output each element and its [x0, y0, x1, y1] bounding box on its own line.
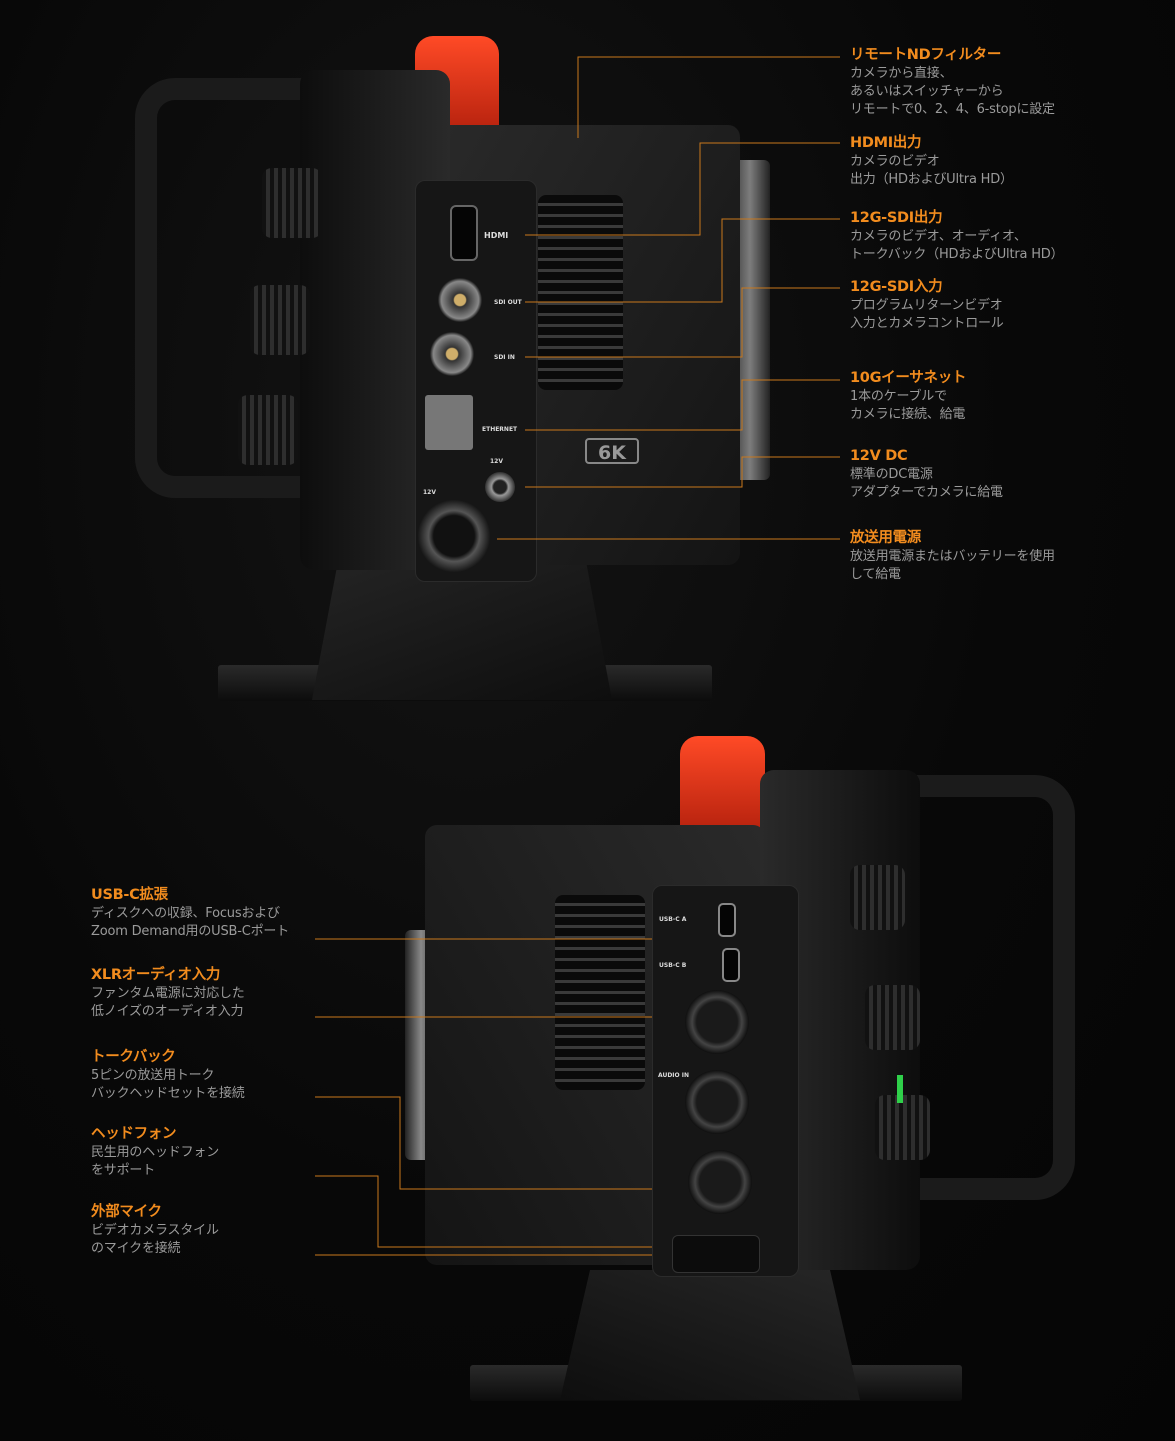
leader-12v-dc: [525, 456, 840, 488]
callout-desc: ファンタム電源に対応した 低ノイズのオーディオ入力: [91, 986, 245, 1019]
callout-title: トークバック: [91, 1049, 176, 1065]
knob: [865, 985, 920, 1050]
leader-sdi-in: [525, 287, 840, 358]
callout-xlr: XLRオーディオ入力ファンタム電源に対応した 低ノイズのオーディオ入力: [91, 965, 331, 1021]
knob: [250, 285, 310, 355]
xlr-input-1: [685, 990, 749, 1054]
leader-ethernet: [525, 379, 840, 431]
callout-broadcast-power: 放送用電源放送用電源またはバッテリーを使用 して給電: [850, 528, 1090, 584]
callout-desc: 放送用電源またはバッテリーを使用 して給電: [850, 549, 1055, 582]
status-led: [897, 1075, 903, 1103]
leader-talkback: [315, 1096, 652, 1190]
callout-title: リモートNDフィルター: [850, 47, 1002, 63]
knob: [262, 168, 322, 238]
headphone-mic-panel: [672, 1235, 760, 1273]
callout-ethernet: 10Gイーサネット 1本のケーブルで カメラに接続、給電: [850, 368, 1090, 424]
leader-sdi-out: [525, 218, 840, 303]
callout-desc: 1本のケーブルで カメラに接続、給電: [850, 389, 966, 422]
callout-desc: 標準のDC電源 アダプターでカメラに給電: [850, 467, 1003, 500]
callout-desc: 5ピンの放送用トーク バックヘッドセットを接続: [91, 1068, 245, 1101]
power-12v-label: 12V: [423, 489, 436, 496]
leader-nd-filter: [577, 56, 840, 138]
callout-desc: カメラのビデオ 出力（HDおよびUltra HD）: [850, 154, 1013, 187]
xlr4-power-port: [418, 500, 490, 572]
callout-desc: ディスクへの収録、Focusおよび Zoom Demand用のUSB-Cポート: [91, 906, 289, 939]
callout-desc: 民生用のヘッドフォン をサポート: [91, 1145, 220, 1178]
callout-nd-filter: リモートNDフィルターカメラから直接、 あるいはスイッチャーから リモートで0、…: [850, 45, 1090, 119]
callout-title: 放送用電源: [850, 530, 921, 546]
callout-desc: カメラのビデオ、オーディオ、 トークバック（HDおよびUltra HD）: [850, 229, 1064, 262]
callout-usb-c: USB-C拡張ディスクへの収録、Focusおよび Zoom Demand用のUS…: [91, 885, 331, 941]
knob: [238, 395, 298, 465]
vent-grille: [555, 895, 645, 1090]
dc12v-label: 12V: [490, 458, 503, 465]
sdi-out-label: SDI OUT: [494, 299, 522, 306]
dc12v-port: [485, 472, 515, 502]
hdmi-label: HDMI: [484, 231, 509, 240]
usb-c-b-port: [722, 948, 740, 982]
sdi-in-label: SDI IN: [494, 354, 515, 361]
callout-talkback: トークバック 5ピンの放送用トーク バックヘッドセットを接続: [91, 1047, 331, 1103]
callout-hdmi: HDMI出力カメラのビデオ 出力（HDおよびUltra HD）: [850, 133, 1090, 189]
callout-headphone: ヘッドフォン民生用のヘッドフォン をサポート: [91, 1124, 331, 1180]
callout-title: 10Gイーサネット: [850, 370, 967, 386]
callout-desc: プログラムリターンビデオ 入力とカメラコントロール: [850, 298, 1004, 331]
sdi-in-port: [430, 332, 474, 376]
audio-in-label: AUDIO IN: [658, 1072, 689, 1079]
knob: [850, 865, 905, 930]
callout-mic: 外部マイクビデオカメラスタイル のマイクを接続: [91, 1202, 331, 1258]
callout-title: 12G-SDI入力: [850, 279, 943, 295]
knob: [875, 1095, 930, 1160]
mount-bracket: [560, 1270, 860, 1400]
callout-title: HDMI出力: [850, 135, 922, 151]
leader-headphone: [315, 1175, 652, 1248]
talkback-port: [688, 1150, 752, 1214]
tally-light: [680, 736, 765, 836]
callout-title: ヘッドフォン: [91, 1126, 177, 1142]
callout-title: 12G-SDI出力: [850, 210, 943, 226]
usb-c-a-port: [718, 903, 736, 937]
hdmi-port: [450, 205, 478, 261]
callout-desc: ビデオカメラスタイル のマイクを接続: [91, 1223, 219, 1256]
ethernet-port: [425, 395, 473, 450]
callout-title: 12V DC: [850, 448, 908, 464]
callout-sdi-out: 12G-SDI出力カメラのビデオ、オーディオ、 トークバック（HDおよびUltr…: [850, 208, 1090, 264]
callout-title: 外部マイク: [91, 1204, 162, 1220]
ethernet-label: ETHERNET: [482, 426, 518, 433]
xlr-input-2: [685, 1070, 749, 1134]
callout-12v-dc: 12V DC 標準のDC電源 アダプターでカメラに給電: [850, 446, 1090, 502]
usb-b-label: USB-C B: [659, 962, 687, 969]
sdi-out-port: [438, 278, 482, 322]
callout-title: XLRオーディオ入力: [91, 967, 221, 983]
usb-a-label: USB-C A: [659, 916, 687, 923]
leader-hdmi: [525, 142, 840, 236]
6k-badge: 6K: [585, 438, 639, 464]
callout-title: USB-C拡張: [91, 887, 168, 903]
callout-desc: カメラから直接、 あるいはスイッチャーから リモートで0、2、4、6-stopに…: [850, 66, 1055, 117]
callout-sdi-in: 12G-SDI入力プログラムリターンビデオ 入力とカメラコントロール: [850, 277, 1090, 333]
